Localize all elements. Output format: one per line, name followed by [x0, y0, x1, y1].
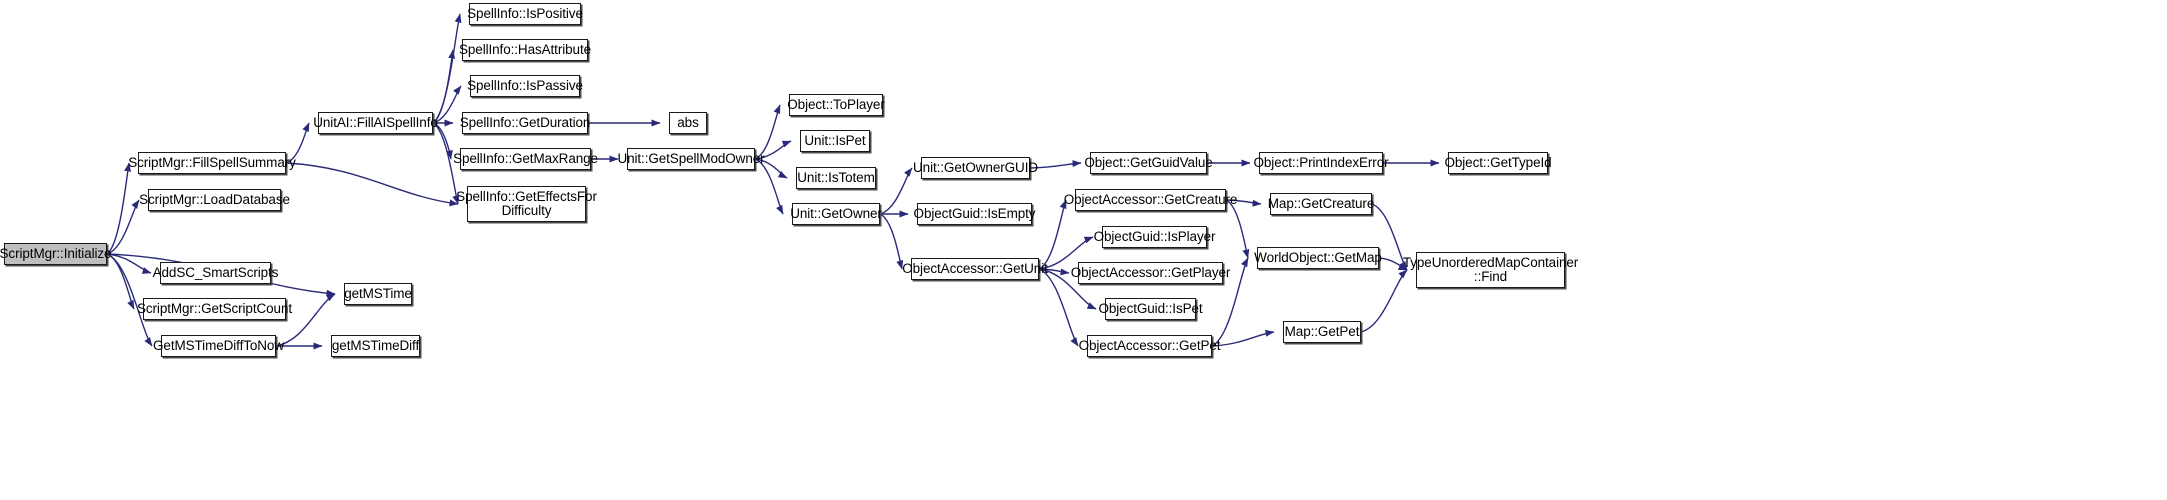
- graph-node-label: SpellInfo::GetDuration: [459, 114, 591, 130]
- graph-node-spellinfo-getmaxrange[interactable]: SpellInfo::GetMaxRange: [453, 148, 598, 170]
- graph-node-label: ScriptMgr::LoadDatabase: [139, 191, 290, 207]
- graph-node-getmstimedifftonow[interactable]: GetMSTimeDiffToNow: [153, 335, 284, 357]
- graph-node-label: ScriptMgr::GetScriptCount: [136, 300, 293, 316]
- graph-edge: [106, 162, 132, 255]
- graph-node-objectguid-ispet[interactable]: ObjectGuid::IsPet: [1098, 298, 1203, 320]
- graph-node-spellinfo-geteffectsfor-difficulty[interactable]: SpellInfo::GetEffectsFor Difficulty: [456, 186, 597, 222]
- graph-node-label: Unit::IsTotem: [797, 169, 875, 185]
- graph-node-label: getMSTimeDiff: [331, 337, 420, 353]
- graph-node-label: Unit::GetOwnerGUID: [913, 159, 1038, 175]
- graph-node-label: SpellInfo::GetEffectsFor Difficulty: [456, 188, 597, 218]
- graph-node-spellinfo-ispassive[interactable]: SpellInfo::IsPassive: [467, 75, 583, 97]
- graph-node-worldobject-getmap[interactable]: WorldObject::GetMap: [1254, 247, 1382, 269]
- graph-node-typeunorderedmapcontainer-find[interactable]: TypeUnorderedMapContainer ::Find: [1403, 252, 1578, 288]
- edges-group: [106, 13, 1440, 350]
- graph-node-unit-getownerguid[interactable]: Unit::GetOwnerGUID: [913, 157, 1038, 179]
- graph-node-objectaccessor-getunit[interactable]: ObjectAccessor::GetUnit: [902, 258, 1048, 280]
- graph-node-scriptmgr-loaddatabase[interactable]: ScriptMgr::LoadDatabase: [139, 189, 290, 211]
- graph-node-unit-ispet[interactable]: Unit::IsPet: [800, 130, 870, 152]
- graph-node-unit-istotem[interactable]: Unit::IsTotem: [796, 167, 876, 189]
- graph-edge: [106, 199, 140, 255]
- graph-node-label: TypeUnorderedMapContainer ::Find: [1402, 254, 1579, 284]
- graph-node-unit-getowner[interactable]: Unit::GetOwner: [790, 203, 882, 225]
- graph-node-spellinfo-hasattribute[interactable]: SpellInfo::HasAttribute: [459, 39, 591, 61]
- graph-node-label: Map::GetCreature: [1267, 195, 1375, 211]
- graph-node-label: AddSC_SmartScripts: [152, 264, 279, 280]
- graph-node-objectguid-isempty[interactable]: ObjectGuid::IsEmpty: [914, 203, 1036, 225]
- graph-node-spellinfo-getduration[interactable]: SpellInfo::GetDuration: [460, 112, 590, 134]
- graph-node-label: ObjectAccessor::GetPet: [1078, 337, 1221, 353]
- graph-edge: [1225, 199, 1250, 259]
- graph-node-object-gettypeid[interactable]: Object::GetTypeId: [1444, 152, 1552, 174]
- graph-node-label: ObjectAccessor::GetUnit: [902, 260, 1048, 276]
- graph-node-label: getMSTime: [344, 285, 412, 301]
- graph-edge: [285, 162, 459, 207]
- graph-node-label: UnitAI::FillAISpellInfo: [313, 114, 438, 130]
- graph-edge: [879, 213, 904, 270]
- graph-node-object-getguidvalue[interactable]: Object::GetGuidValue: [1084, 152, 1213, 174]
- graph-node-label: Unit::IsPet: [804, 132, 866, 148]
- graph-edge: [432, 49, 456, 124]
- graph-node-label: Object::PrintIndexError: [1253, 154, 1389, 170]
- graph-node-objectguid-isplayer[interactable]: ObjectGuid::IsPlayer: [1094, 226, 1216, 248]
- graph-node-object-toplayer[interactable]: Object::ToPlayer: [787, 94, 885, 116]
- graph-node-label: SpellInfo::GetMaxRange: [453, 150, 598, 166]
- graph-node-label: abs: [677, 114, 699, 130]
- graph-node-label: Object::GetGuidValue: [1084, 154, 1213, 170]
- graph-node-label: Map::GetPet: [1284, 323, 1360, 339]
- graph-node-scriptmgr-fillspellsummary[interactable]: ScriptMgr::FillSpellSummary: [128, 152, 296, 174]
- graph-node-label: SpellInfo::IsPassive: [467, 77, 583, 93]
- graph-node-addsc-smartscripts[interactable]: AddSC_SmartScripts: [153, 262, 278, 284]
- graph-node-object-printindexerror[interactable]: Object::PrintIndexError: [1254, 152, 1389, 174]
- graph-node-scriptmgr-initialize[interactable]: ScriptMgr::Initialize: [0, 243, 112, 265]
- graph-node-label: ScriptMgr::Initialize: [0, 245, 112, 261]
- graph-node-label: ObjectAccessor::GetPlayer: [1070, 264, 1231, 280]
- graph-node-objectaccessor-getpet[interactable]: ObjectAccessor::GetPet: [1079, 335, 1221, 357]
- graph-node-unitai-fillaispellinfo[interactable]: UnitAI::FillAISpellInfo: [313, 112, 438, 134]
- graph-edge: [754, 158, 784, 215]
- graph-node-label: GetMSTimeDiffToNow: [153, 337, 284, 353]
- graph-node-objectaccessor-getplayer[interactable]: ObjectAccessor::GetPlayer: [1071, 262, 1230, 284]
- graph-node-objectaccessor-getcreature[interactable]: ObjectAccessor::GetCreature: [1064, 189, 1237, 211]
- graph-node-scriptmgr-getscriptcount[interactable]: ScriptMgr::GetScriptCount: [137, 298, 292, 320]
- graph-edge: [106, 253, 135, 310]
- graph-edge: [1038, 199, 1067, 270]
- graph-edge: [432, 13, 462, 124]
- graph-node-label: ObjectGuid::IsEmpty: [913, 205, 1036, 221]
- graph-node-label: SpellInfo::IsPositive: [467, 5, 583, 21]
- graph-node-label: Object::ToPlayer: [787, 96, 885, 112]
- graph-node-label: Unit::GetSpellModOwner: [617, 150, 765, 166]
- graph-node-label: ObjectGuid::IsPet: [1098, 300, 1203, 316]
- graph-edge: [1038, 268, 1079, 347]
- graph-node-label: ObjectGuid::IsPlayer: [1093, 228, 1216, 244]
- graph-node-label: Unit::GetOwner: [790, 205, 882, 221]
- graph-node-getmstimediff[interactable]: getMSTimeDiff: [331, 335, 420, 357]
- graph-node-label: SpellInfo::HasAttribute: [458, 41, 592, 57]
- graph-node-label: ObjectAccessor::GetCreature: [1063, 191, 1238, 207]
- graph-node-label: ScriptMgr::FillSpellSummary: [128, 154, 296, 170]
- graph-node-map-getcreature[interactable]: Map::GetCreature: [1268, 193, 1374, 215]
- graph-node-label: WorldObject::GetMap: [1254, 249, 1382, 265]
- graph-node-label: Object::GetTypeId: [1444, 154, 1552, 170]
- graph-node-abs[interactable]: abs: [669, 112, 707, 134]
- graph-node-spellinfo-ispositive[interactable]: SpellInfo::IsPositive: [467, 3, 583, 25]
- graph-node-getmstime[interactable]: getMSTime: [344, 283, 412, 305]
- graph-node-unit-getspellmodowner[interactable]: Unit::GetSpellModOwner: [617, 148, 765, 170]
- graph-node-map-getpet[interactable]: Map::GetPet: [1283, 321, 1361, 343]
